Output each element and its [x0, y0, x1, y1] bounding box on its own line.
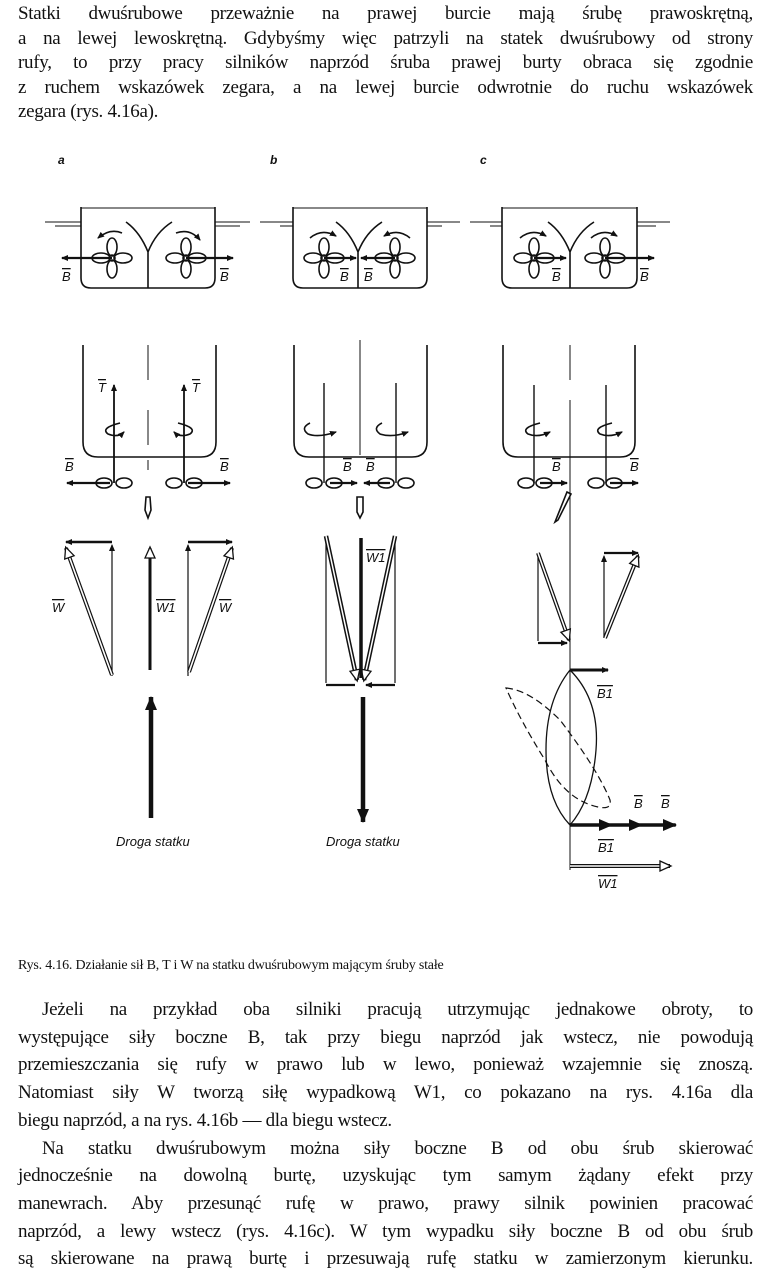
intro-paragraph: Statki dwuśrubowe przeważnie na prawej b… [18, 2, 753, 125]
panel-label-b: b [270, 153, 277, 167]
hull-section-c: B B [470, 207, 670, 289]
force-diagram-c: B1 B B B1 W1 [505, 550, 677, 891]
force-label-b: B [220, 269, 229, 284]
stern-view-a: T T B B [65, 345, 231, 521]
body-paragraph: Jeżeli na przykład oba silniki pracują u… [18, 996, 753, 1273]
text-line: manewrach. Aby przesunąć rufę w prawo, p… [18, 1192, 753, 1214]
text-line: rufy, to przy pracy silników naprzód śru… [18, 52, 753, 74]
text-line: występujące siły boczne B, tak przy bieg… [18, 1026, 753, 1048]
text-line: Jeżeli na przykład oba silniki pracują u… [42, 999, 753, 1020]
force-label-b: B [343, 459, 352, 474]
force-diagram-b: W1 Droga statku [323, 535, 400, 849]
text-line: Statki dwuśrubowe przeważnie na prawej b… [18, 3, 753, 24]
ship-path-label: Droga statku [326, 834, 400, 849]
force-label-b: B [366, 459, 375, 474]
stern-view-b: B B [293, 340, 428, 520]
text-line: Natomiast siły W tworzą siłę wypadkową W… [18, 1082, 753, 1104]
panel-label-a: a [58, 153, 65, 167]
force-label-b: B [65, 459, 74, 474]
text-line: biegu naprzód, a na rys. 4.16b — dla bie… [18, 1109, 392, 1131]
force-label-b1: B1 [597, 686, 613, 701]
text-line: z ruchem wskazówek zegara, a na lewej bu… [18, 76, 753, 98]
force-label-t: T [192, 380, 201, 395]
force-label-b: B [640, 269, 649, 284]
text-line: a na lewej lewoskrętną. Gdybyśmy więc pa… [18, 27, 753, 49]
text-line: jednocześnie na dowolną burtę, uzyskując… [18, 1165, 753, 1187]
rudder-icon [553, 490, 573, 525]
force-label-b: B [552, 459, 561, 474]
force-label-b: B [340, 269, 349, 284]
figure-caption: Rys. 4.16. Działanie sił B, T i W na sta… [18, 958, 444, 973]
rudder-icon [356, 496, 364, 520]
text-line: Na statku dwuśrubowym można siły boczne … [42, 1137, 753, 1159]
force-label-w1: W1 [366, 550, 386, 565]
force-label-b: B [634, 796, 643, 811]
ship-outline [545, 669, 598, 826]
text-line: są skierowane na prawą burtę i przesuwaj… [18, 1248, 753, 1270]
force-diagram-a: W W1 W Droga statku [52, 539, 235, 849]
force-label-w1: W1 [598, 876, 618, 891]
text-line: naprzód, a lewy wstecz (rys. 4.16c). W t… [18, 1220, 753, 1242]
force-label-b: B [62, 269, 71, 284]
ship-outline-rotated [505, 687, 611, 809]
force-label-t: T [98, 380, 107, 395]
force-label-b: B [630, 459, 639, 474]
ship-path-label: Droga statku [116, 834, 190, 849]
text-line: przemieszczania się rufy w prawo lub w l… [18, 1054, 753, 1076]
rudder-icon [144, 496, 152, 521]
force-label-b: B [220, 459, 229, 474]
force-label-b1: B1 [598, 840, 614, 855]
hull-section-a: B B [45, 207, 250, 289]
force-label-w: W [52, 600, 66, 615]
force-label-w: W [219, 600, 233, 615]
force-label-b: B [364, 269, 373, 284]
panel-label-c: c [480, 153, 487, 167]
propeller-icon [303, 237, 345, 279]
hull-section-b: B B [260, 207, 460, 289]
force-label-b: B [661, 796, 670, 811]
force-label-w1: W1 [156, 600, 176, 615]
force-label-b: B [552, 269, 561, 284]
figure-4-16: a b c B B B [45, 153, 677, 891]
text-line: zegara (rys. 4.16a). [18, 101, 159, 123]
